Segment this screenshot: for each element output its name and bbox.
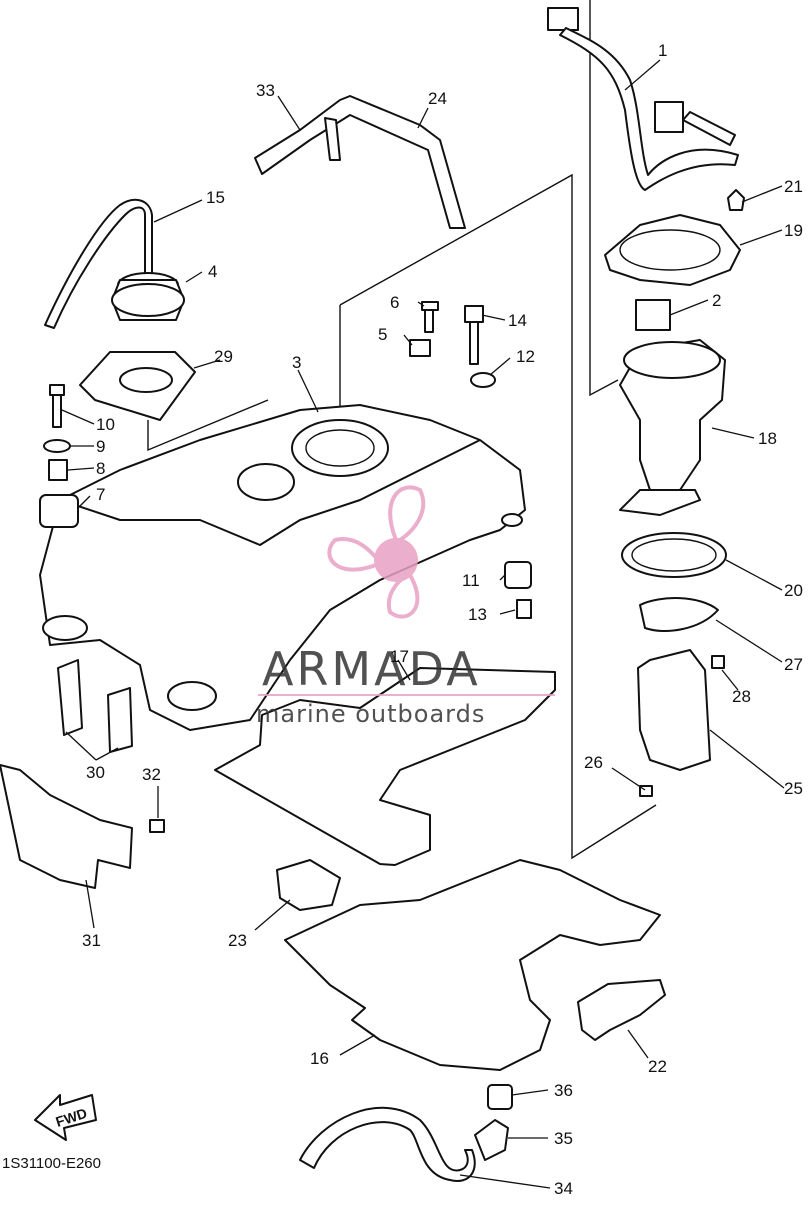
callout-18: 18: [758, 429, 777, 448]
callout-2: 2: [712, 291, 721, 310]
side-cover-part: [0, 764, 165, 889]
callout-11: 11: [462, 571, 480, 590]
forward-arrow-icon: FWD: [34, 1094, 97, 1141]
callout-36: 36: [554, 1081, 573, 1100]
fuel-cap-part: [111, 272, 185, 321]
connector-parts: [276, 859, 666, 1041]
callout-32: 32: [142, 765, 161, 784]
callout-31: 31: [82, 931, 101, 950]
callout-15: 15: [206, 188, 225, 207]
heat-shield-part: [214, 667, 556, 866]
callout-7: 7: [96, 485, 105, 504]
callout-33: 33: [256, 81, 275, 100]
diagram-code: 1S31100-E260: [2, 1155, 101, 1172]
tank-mount-fasteners: [39, 384, 79, 528]
watermark-tagline: marine outboards: [256, 700, 485, 728]
callout-1: 1: [658, 41, 667, 60]
callout-25: 25: [784, 779, 803, 798]
callout-14: 14: [508, 311, 527, 330]
callout-16: 16: [310, 1049, 329, 1068]
callout-23: 23: [228, 931, 247, 950]
tank-top-fasteners: [409, 301, 532, 619]
reference-lines: [147, 0, 657, 860]
breather-hose-part: [254, 95, 466, 229]
fuel-tank-part: [39, 404, 526, 731]
callout-12: 12: [516, 347, 535, 366]
drain-parts: [299, 1084, 513, 1182]
leader-lines: [61, 59, 785, 1189]
callout-22: 22: [648, 1057, 667, 1076]
fuel-hose-part: [547, 7, 739, 191]
callout-21: 21: [784, 177, 803, 196]
callout-29: 29: [214, 347, 233, 366]
callout-3: 3: [292, 353, 301, 372]
watermark-brand: ARMADA: [262, 642, 481, 696]
lower-bracket-part: [284, 859, 661, 1071]
callout-5: 5: [378, 325, 387, 344]
callout-17: 17: [390, 647, 409, 666]
callout-19: 19: [784, 221, 803, 240]
callout-20: 20: [784, 581, 803, 600]
callout-6: 6: [390, 293, 399, 312]
callout-34: 34: [554, 1179, 573, 1198]
callout-8: 8: [96, 459, 105, 478]
callout-10: 10: [96, 415, 115, 434]
callout-24: 24: [428, 89, 447, 108]
callout-28: 28: [732, 687, 751, 706]
callout-35: 35: [554, 1129, 573, 1148]
rubber-blocks-part: [57, 659, 133, 753]
callout-4: 4: [208, 262, 217, 281]
watermark: ARMADA marine outboards: [256, 485, 555, 728]
callout-13: 13: [468, 605, 487, 624]
callout-30: 30: [86, 763, 105, 782]
fuel-pump-assembly: [604, 189, 745, 797]
callout-26: 26: [584, 753, 603, 772]
callout-27: 27: [784, 655, 803, 674]
propeller-logo-icon: [327, 485, 426, 619]
callout-9: 9: [96, 437, 105, 456]
callout-numbers: 1 2 3 4 5 6 7 8 9 10 11 12 13 14 15 16 1…: [82, 41, 803, 1198]
